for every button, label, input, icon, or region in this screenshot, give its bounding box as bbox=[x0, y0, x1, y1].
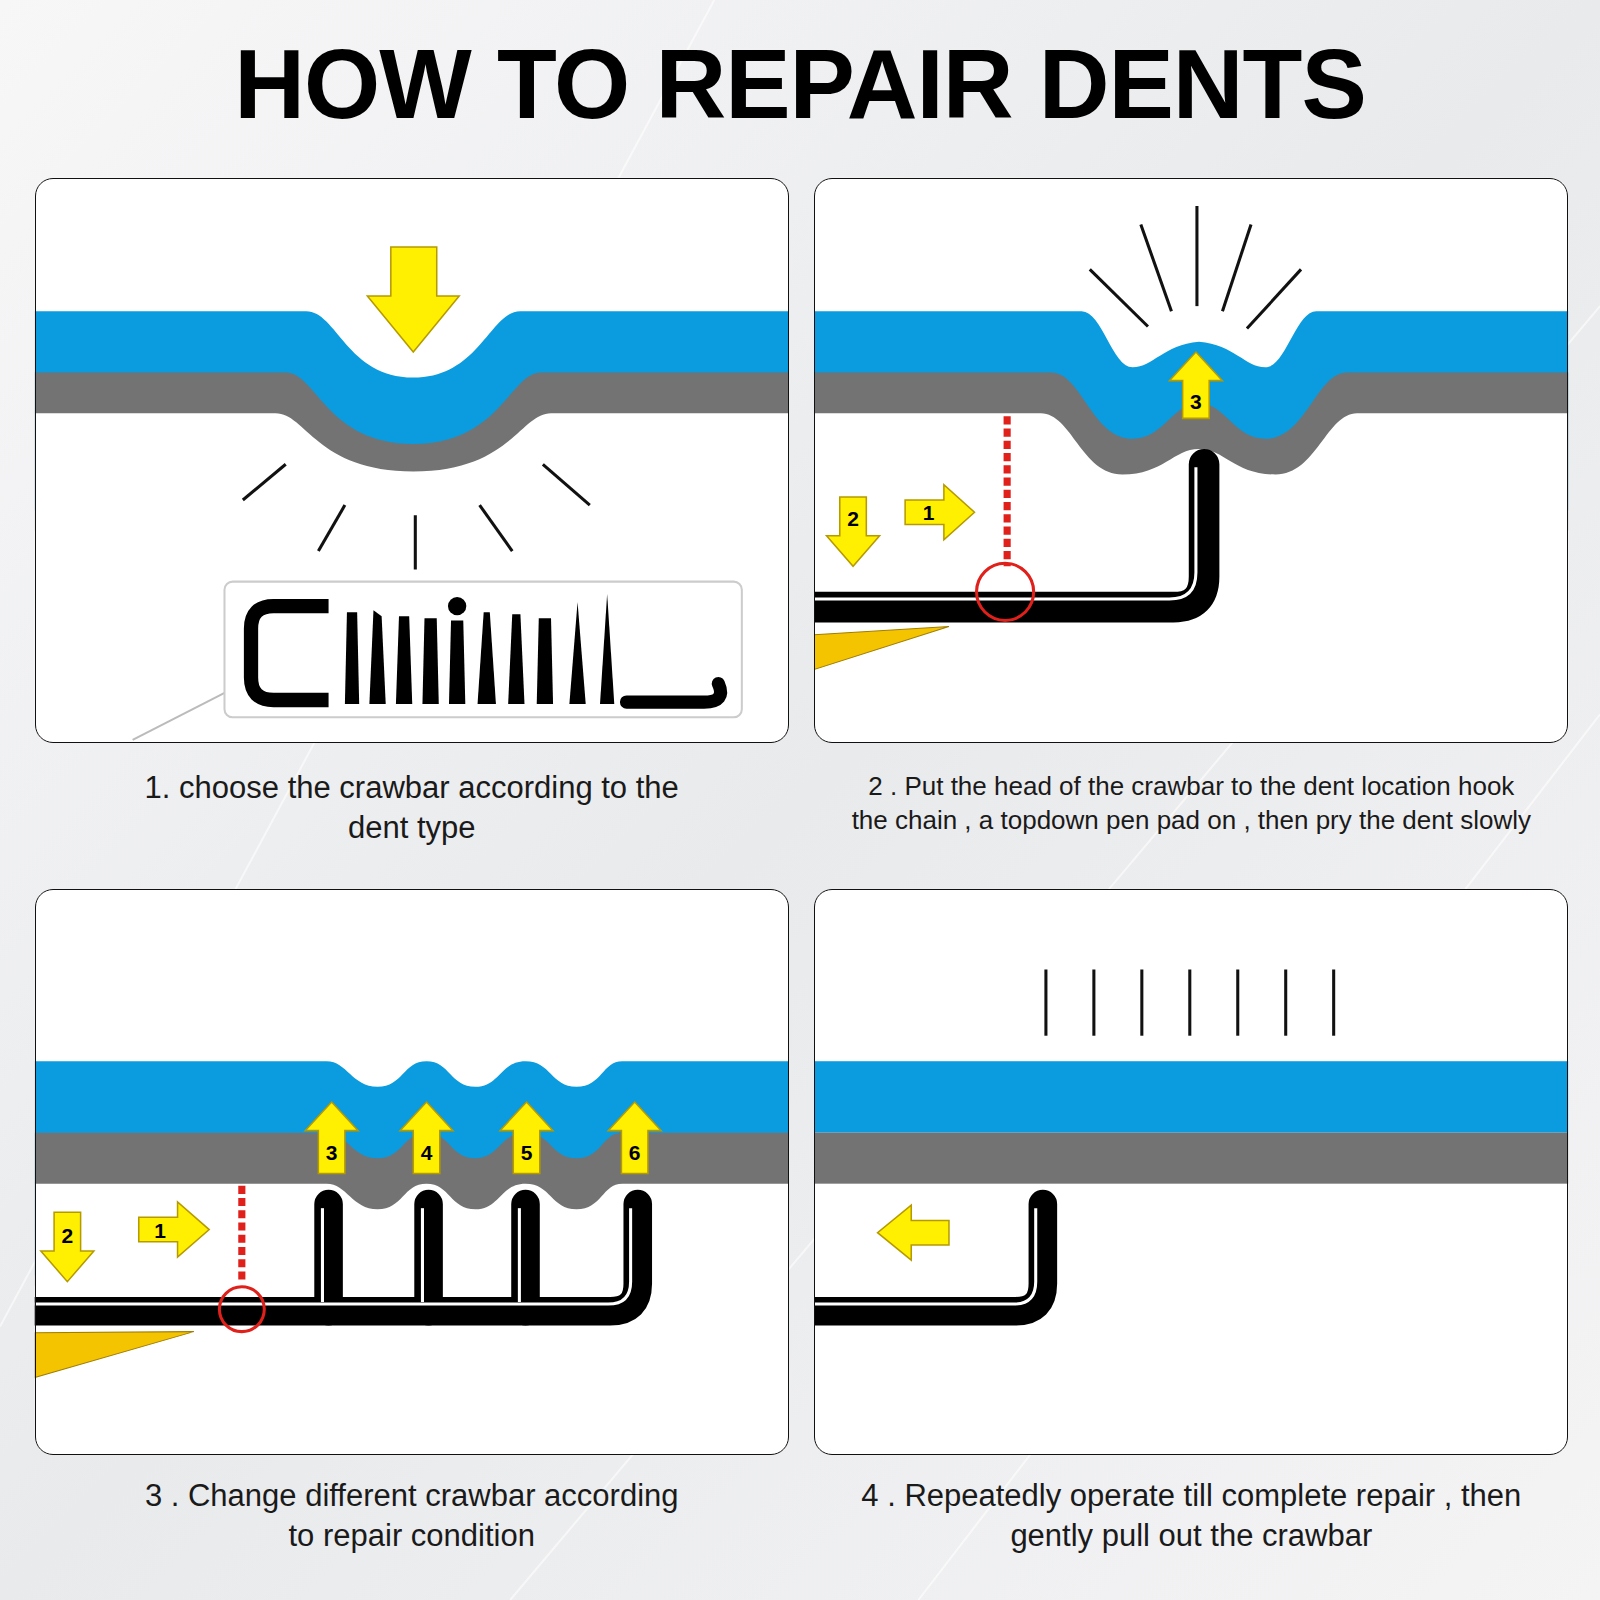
step-panel: 4 . Repeatedly operate till complete rep… bbox=[814, 889, 1568, 1455]
title: HOW TO REPAIR DENTS bbox=[0, 28, 1600, 141]
step-panel: 1. choose the crawbar according to the d… bbox=[35, 178, 789, 743]
step-number: 4 bbox=[421, 1142, 433, 1163]
step-number: 3 bbox=[326, 1142, 338, 1163]
step-number: 3 bbox=[1190, 391, 1202, 412]
panel-4-art bbox=[814, 889, 1568, 1455]
panel-1-art bbox=[35, 178, 789, 743]
step-number: 6 bbox=[629, 1142, 641, 1163]
step-panel: 2 . Put the head of the crawbar to the d… bbox=[814, 178, 1568, 743]
step-caption: 4 . Repeatedly operate till complete rep… bbox=[821, 1476, 1561, 1557]
step-number: 5 bbox=[521, 1142, 533, 1163]
panel-2-art bbox=[814, 178, 1568, 743]
step-panel: 3 . Change different crawbar according t… bbox=[35, 889, 789, 1455]
step-number: 1 bbox=[154, 1219, 166, 1240]
step-number: 1 bbox=[923, 502, 935, 523]
step-number: 2 bbox=[847, 508, 859, 529]
step-number: 2 bbox=[62, 1224, 74, 1245]
step-caption: 1. choose the crawbar according to the d… bbox=[132, 768, 692, 849]
step-caption: 2 . Put the head of the crawbar to the d… bbox=[851, 770, 1531, 838]
step-caption: 3 . Change different crawbar according t… bbox=[132, 1476, 692, 1557]
panel-3-art bbox=[35, 889, 789, 1455]
